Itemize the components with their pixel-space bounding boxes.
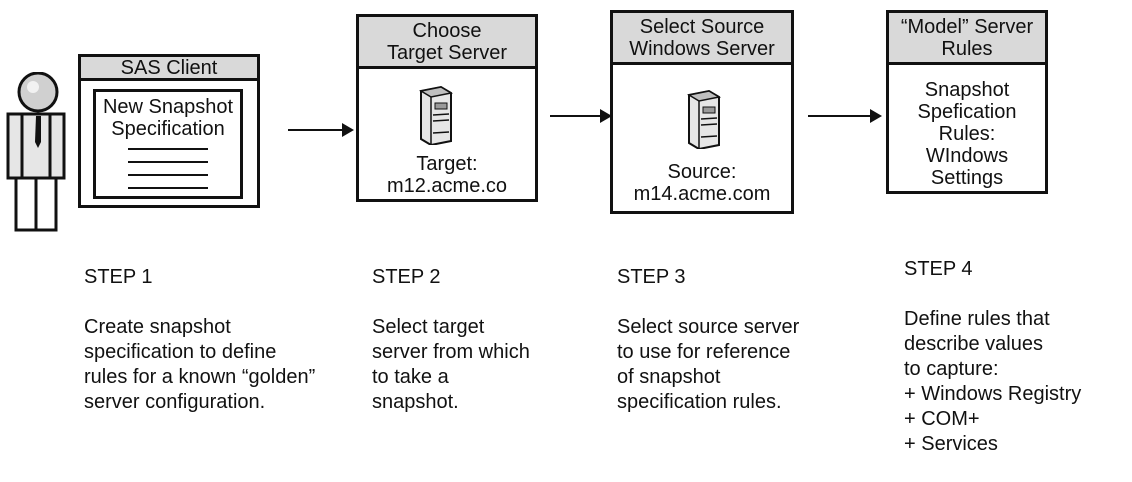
document-lines xyxy=(128,148,208,196)
sas-client-window: SAS Client New Snapshot Specification xyxy=(78,54,260,208)
arrow-right-icon xyxy=(550,109,612,123)
source-server-header: Select Source Windows Server xyxy=(613,13,791,65)
step-2-title: STEP 2 xyxy=(372,266,441,288)
rules-text: Snapshot Spefication Rules: WIndows Sett… xyxy=(917,79,1017,189)
model-rules-panel: “Model” Server Rules Snapshot Speficatio… xyxy=(886,10,1048,194)
target-server-header: Choose Target Server xyxy=(359,17,535,69)
target-caption: Target: m12.acme.co xyxy=(386,153,508,197)
sas-client-header: SAS Client xyxy=(81,57,257,81)
arrow-right-icon xyxy=(288,123,354,137)
new-snapshot-document: New Snapshot Specification xyxy=(93,89,243,199)
model-rules-header: “Model” Server Rules xyxy=(889,13,1045,65)
step-3-description: Select source server to use for referenc… xyxy=(617,316,800,413)
step-1-title: STEP 1 xyxy=(84,266,153,288)
target-server-panel: Choose Target Server Target: m12.acme.co xyxy=(356,14,538,202)
step-1-description: Create snapshot specification to define … xyxy=(84,316,316,413)
person-icon xyxy=(6,72,66,232)
step-1-caption: STEP 1 Create snapshot specification to … xyxy=(84,240,354,440)
step-4-description: Define rules that describe values to cap… xyxy=(904,308,1082,455)
source-server-panel: Select Source Windows Server Source: m14… xyxy=(610,10,794,214)
server-icon xyxy=(418,85,454,145)
new-snapshot-title: New Snapshot Specification xyxy=(102,96,234,140)
step-3-title: STEP 3 xyxy=(617,266,686,288)
arrow-right-icon xyxy=(808,109,882,123)
server-icon xyxy=(686,89,722,149)
step-4-caption: STEP 4 Define rules that describe values… xyxy=(904,232,1130,482)
source-caption: Source: m14.acme.com xyxy=(633,161,771,205)
step-2-caption: STEP 2 Select target server from which t… xyxy=(372,240,592,440)
step-3-caption: STEP 3 Select source server to use for r… xyxy=(617,240,857,440)
step-4-title: STEP 4 xyxy=(904,258,973,280)
step-2-description: Select target server from which to take … xyxy=(372,316,530,413)
